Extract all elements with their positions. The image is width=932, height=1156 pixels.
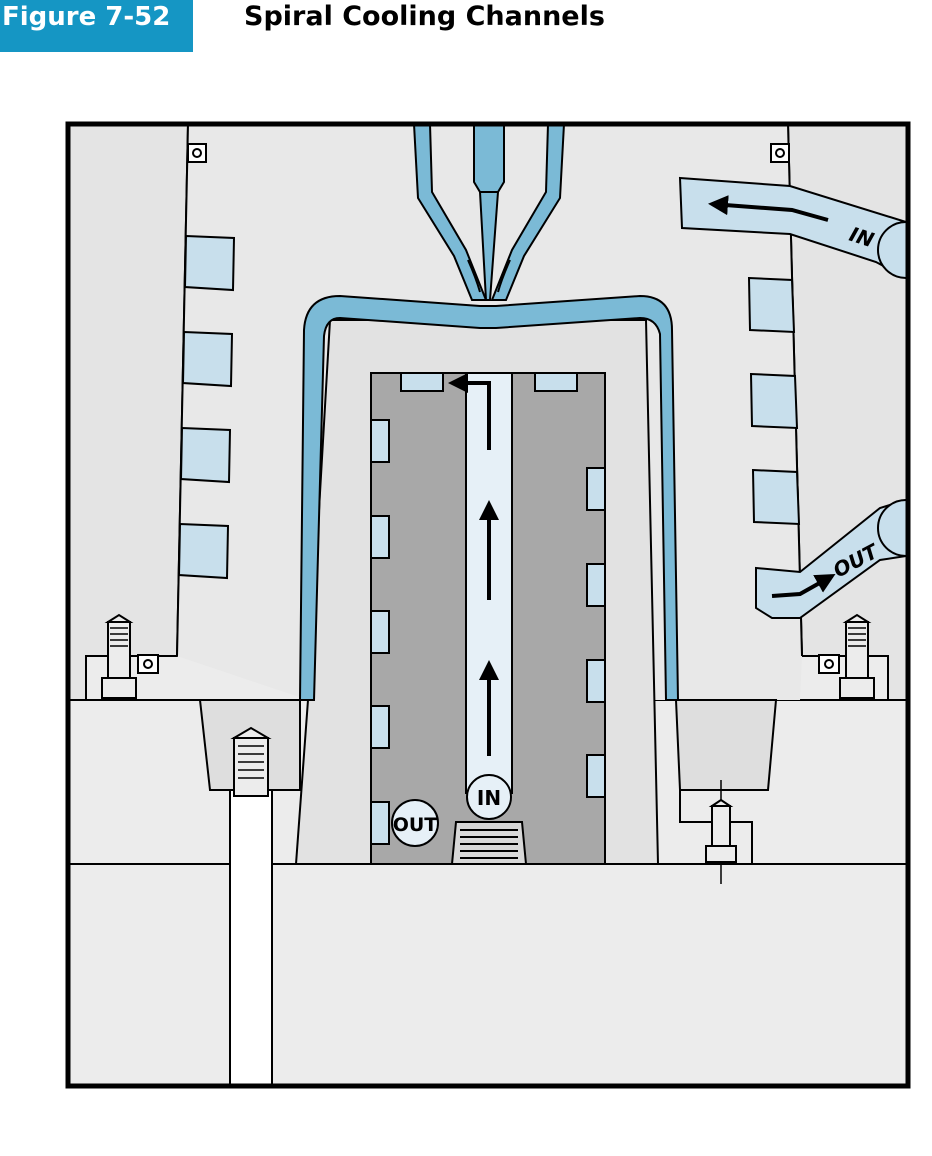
molded-part	[298, 294, 680, 701]
figure-title: Spiral Cooling Channels	[244, 1, 605, 32]
bubbler-plug	[450, 821, 528, 865]
crossover-channel-right	[534, 372, 578, 392]
core-outlet-marker: OUT	[391, 799, 439, 847]
core-inlet-marker: IN	[466, 774, 512, 820]
cooling-inlet-channel: IN	[678, 176, 907, 280]
core-out-label: OUT	[393, 814, 438, 836]
cavity-cooling-channels-right	[747, 276, 801, 526]
figure-number: Figure 7-52	[0, 0, 193, 52]
crossover-channel-left	[400, 372, 444, 392]
core-in-label: IN	[477, 786, 501, 810]
dowel-markers	[137, 143, 840, 674]
bottom-clamp-plate	[67, 863, 909, 1087]
small-screw	[705, 780, 737, 884]
cap-screw-right	[839, 613, 875, 699]
spiral-channels-left	[370, 419, 390, 845]
diagram-border	[65, 121, 911, 1089]
spiral-channels-right	[586, 467, 606, 798]
core-flow-arrows	[448, 373, 499, 756]
core-support-right	[674, 699, 778, 791]
cavity-plate-left	[67, 123, 190, 701]
cap-screw-left	[101, 613, 137, 699]
cavity-cooling-channels-left	[177, 234, 236, 580]
hot-runner-nozzle	[412, 123, 566, 301]
guide-bolt	[229, 726, 273, 1087]
cooling-outlet-channel: OUT	[755, 498, 907, 619]
